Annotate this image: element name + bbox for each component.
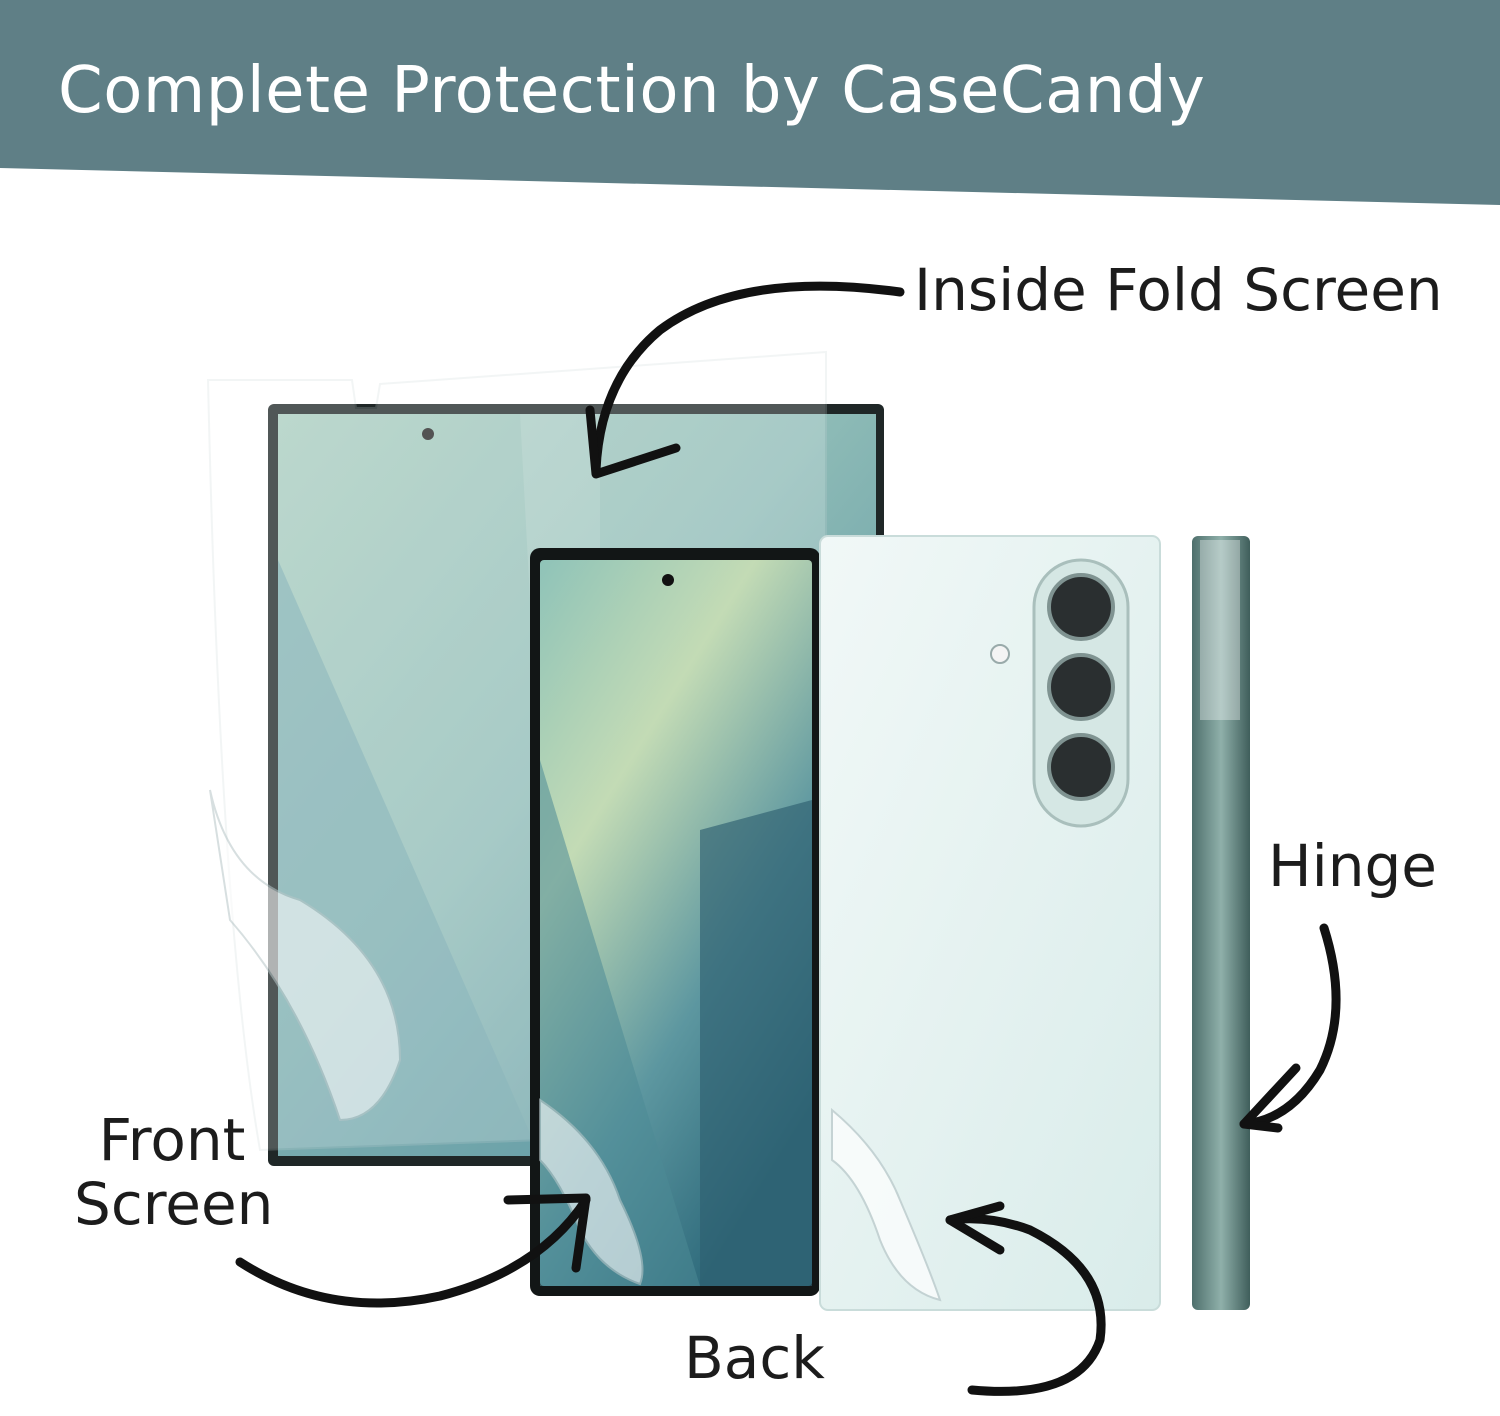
- camera-lens-bottom: [1047, 733, 1115, 801]
- camera-lens-middle: [1047, 653, 1115, 721]
- callout-front-line2: Screen: [74, 1170, 274, 1238]
- inner-film-peel: [209, 789, 402, 1122]
- banner-title: Complete Protection by CaseCandy: [58, 54, 1206, 128]
- arrow-back-head: [945, 1201, 1005, 1255]
- flash: [990, 644, 1010, 664]
- callout-inside-fold-screen: Inside Fold Screen: [914, 256, 1443, 324]
- back-film-peel: [831, 1107, 942, 1302]
- arrow-front-head: [503, 1193, 591, 1273]
- callout-front-screen: Front Screen: [74, 1106, 274, 1238]
- back-device: [819, 535, 1161, 1311]
- camera-lens-top: [1047, 573, 1115, 641]
- arrow-hinge: [1239, 923, 1341, 1129]
- arrow-back: [945, 1214, 1106, 1396]
- hinge-film: [1200, 540, 1240, 720]
- front-screen-panel: [700, 800, 812, 1286]
- hinge-device: [1192, 536, 1250, 1310]
- arrow-inside-fold-head: [585, 405, 681, 479]
- arrow-inside-fold: [591, 281, 905, 475]
- front-device: [530, 548, 820, 1296]
- arrow-front: [235, 1195, 591, 1308]
- callout-front-line1: Front: [98, 1106, 246, 1174]
- hinge-bar: [1192, 536, 1250, 1310]
- callout-back: Back: [684, 1324, 825, 1392]
- arrow-hinge-head: [1239, 1063, 1301, 1133]
- callout-hinge: Hinge: [1268, 832, 1437, 900]
- header-banner: [0, 0, 1500, 205]
- inner-camera-hole: [422, 428, 434, 440]
- front-camera-hole: [662, 574, 674, 586]
